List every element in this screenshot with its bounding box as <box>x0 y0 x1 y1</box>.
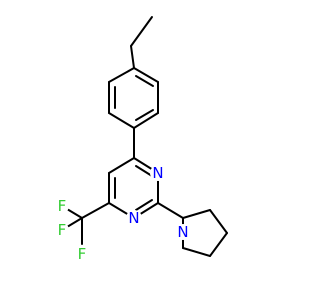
bond-ethyl-ch3-ch2 <box>130 16 153 47</box>
bond-ring-cf3 <box>81 202 110 219</box>
benzene-ring <box>108 67 159 129</box>
atom-label-n-pyrrolidine: N <box>177 223 188 241</box>
atom-label-n1: N <box>152 164 163 182</box>
bond-ring-pyrrolidine <box>157 202 184 219</box>
bond-ethyl-ch2-ring <box>130 45 135 69</box>
atom-label-f2: F <box>58 221 67 239</box>
atom-n1: N <box>150 164 166 182</box>
molecule-structure-diagram: N N N F F F <box>55 16 228 263</box>
atom-f3: F <box>75 245 89 263</box>
atom-n3: N <box>126 209 142 227</box>
atom-label-f1: F <box>58 197 67 215</box>
atom-label-f3: F <box>78 245 87 263</box>
atom-f1: F <box>55 197 69 215</box>
atom-f2: F <box>55 221 69 239</box>
atom-label-n3: N <box>128 209 139 227</box>
atom-n-pyrrolidine: N <box>175 223 191 241</box>
